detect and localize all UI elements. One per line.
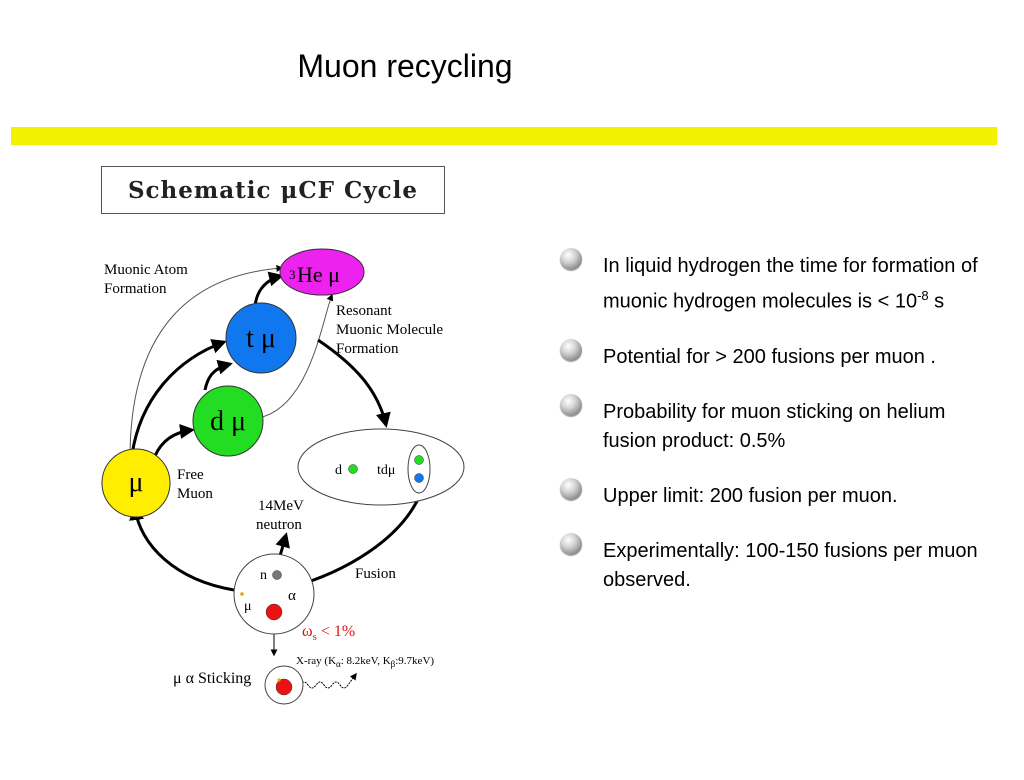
t-mu-node xyxy=(225,302,297,374)
alpha-dot xyxy=(265,603,283,621)
molecule-d-label: d xyxy=(335,463,342,478)
free-mu-node xyxy=(101,448,171,518)
bullet-item: Experimentally: 100-150 fusions per muon… xyxy=(560,532,980,595)
sticking-alpha-dot xyxy=(275,678,293,696)
xray-label: X-ray (Kα: 8.2keV, Kβ:9.7keV) xyxy=(296,655,434,669)
d-to-t-arrow xyxy=(203,359,233,391)
small-muon-dot xyxy=(240,592,244,596)
fusion-mu-label: μ xyxy=(244,599,252,614)
neutron-label-1: 14MeV xyxy=(258,498,304,514)
sphere-bullet-icon xyxy=(560,393,582,416)
bullet-list: In liquid hydrogen the time for formatio… xyxy=(560,248,980,621)
bullet-item: Probability for muon sticking on helium … xyxy=(560,393,980,456)
molecule-blue-dot xyxy=(414,473,424,483)
sphere-bullet-icon xyxy=(560,338,582,361)
fusion-node xyxy=(233,553,315,635)
neutron-label-2: neutron xyxy=(256,517,302,533)
resonant-label-2: Muonic Molecule xyxy=(336,322,443,338)
muonic-atom-label-1: Muonic Atom xyxy=(104,262,188,278)
schematic-title-box: Schematic μCF Cycle xyxy=(101,166,445,214)
fusion-alpha-label: α xyxy=(288,588,296,604)
bullet-item: Upper limit: 200 fusion per muon. xyxy=(560,477,980,511)
neutron-dot xyxy=(272,570,282,580)
d-mu-label: d μ xyxy=(210,406,246,437)
sphere-bullet-icon xyxy=(560,248,582,270)
fusion-n-label: n xyxy=(260,568,267,583)
xray-wavy-arrow xyxy=(299,672,357,689)
sticking-probability: ωs < 1% xyxy=(302,623,355,643)
d-mu-node xyxy=(192,385,264,457)
cycle-arc-bottom xyxy=(129,505,235,592)
sticking-label: μ α Sticking xyxy=(173,670,251,687)
sphere-bullet-icon xyxy=(560,532,582,555)
he-mu-label: He μ xyxy=(297,262,340,287)
cycle-arc-top xyxy=(317,338,391,428)
t-mu-label: t μ xyxy=(246,323,276,354)
he-mass-number: 3 xyxy=(289,267,296,282)
free-muon-label-1: Free xyxy=(177,467,204,483)
resonant-label-1: Resonant xyxy=(336,303,393,319)
fusion-label: Fusion xyxy=(355,566,396,582)
bullet-item: Potential for > 200 fusions per muon . xyxy=(560,338,980,372)
he-mu-node xyxy=(279,248,365,296)
yellow-divider-band xyxy=(11,127,997,145)
resonant-label-3: Formation xyxy=(336,341,399,357)
molecule-td-inner xyxy=(407,444,431,494)
bullet-item: In liquid hydrogen the time for formatio… xyxy=(560,248,980,317)
molecule-d-dot xyxy=(348,464,358,474)
mu-to-d-arrow xyxy=(153,423,195,457)
page-title: Muon recycling xyxy=(297,48,513,84)
muonic-atom-label-2: Formation xyxy=(104,281,167,297)
muonic-atom-formation-arrow xyxy=(129,264,284,459)
mu-to-t-arrow xyxy=(130,339,227,456)
ucf-cycle-diagram: 3 He μ t μ d μ μ d tdμ n α μ Muonic Atom… xyxy=(101,248,465,705)
free-mu-label: μ xyxy=(128,467,143,498)
free-muon-label-2: Muon xyxy=(177,486,213,502)
molecule-green-dot xyxy=(414,455,424,465)
sphere-bullet-icon xyxy=(560,477,582,500)
molecule-tdmu-label: tdμ xyxy=(377,463,395,478)
resonant-formation-arrow xyxy=(257,293,334,419)
sticking-muon-dot xyxy=(277,678,281,682)
